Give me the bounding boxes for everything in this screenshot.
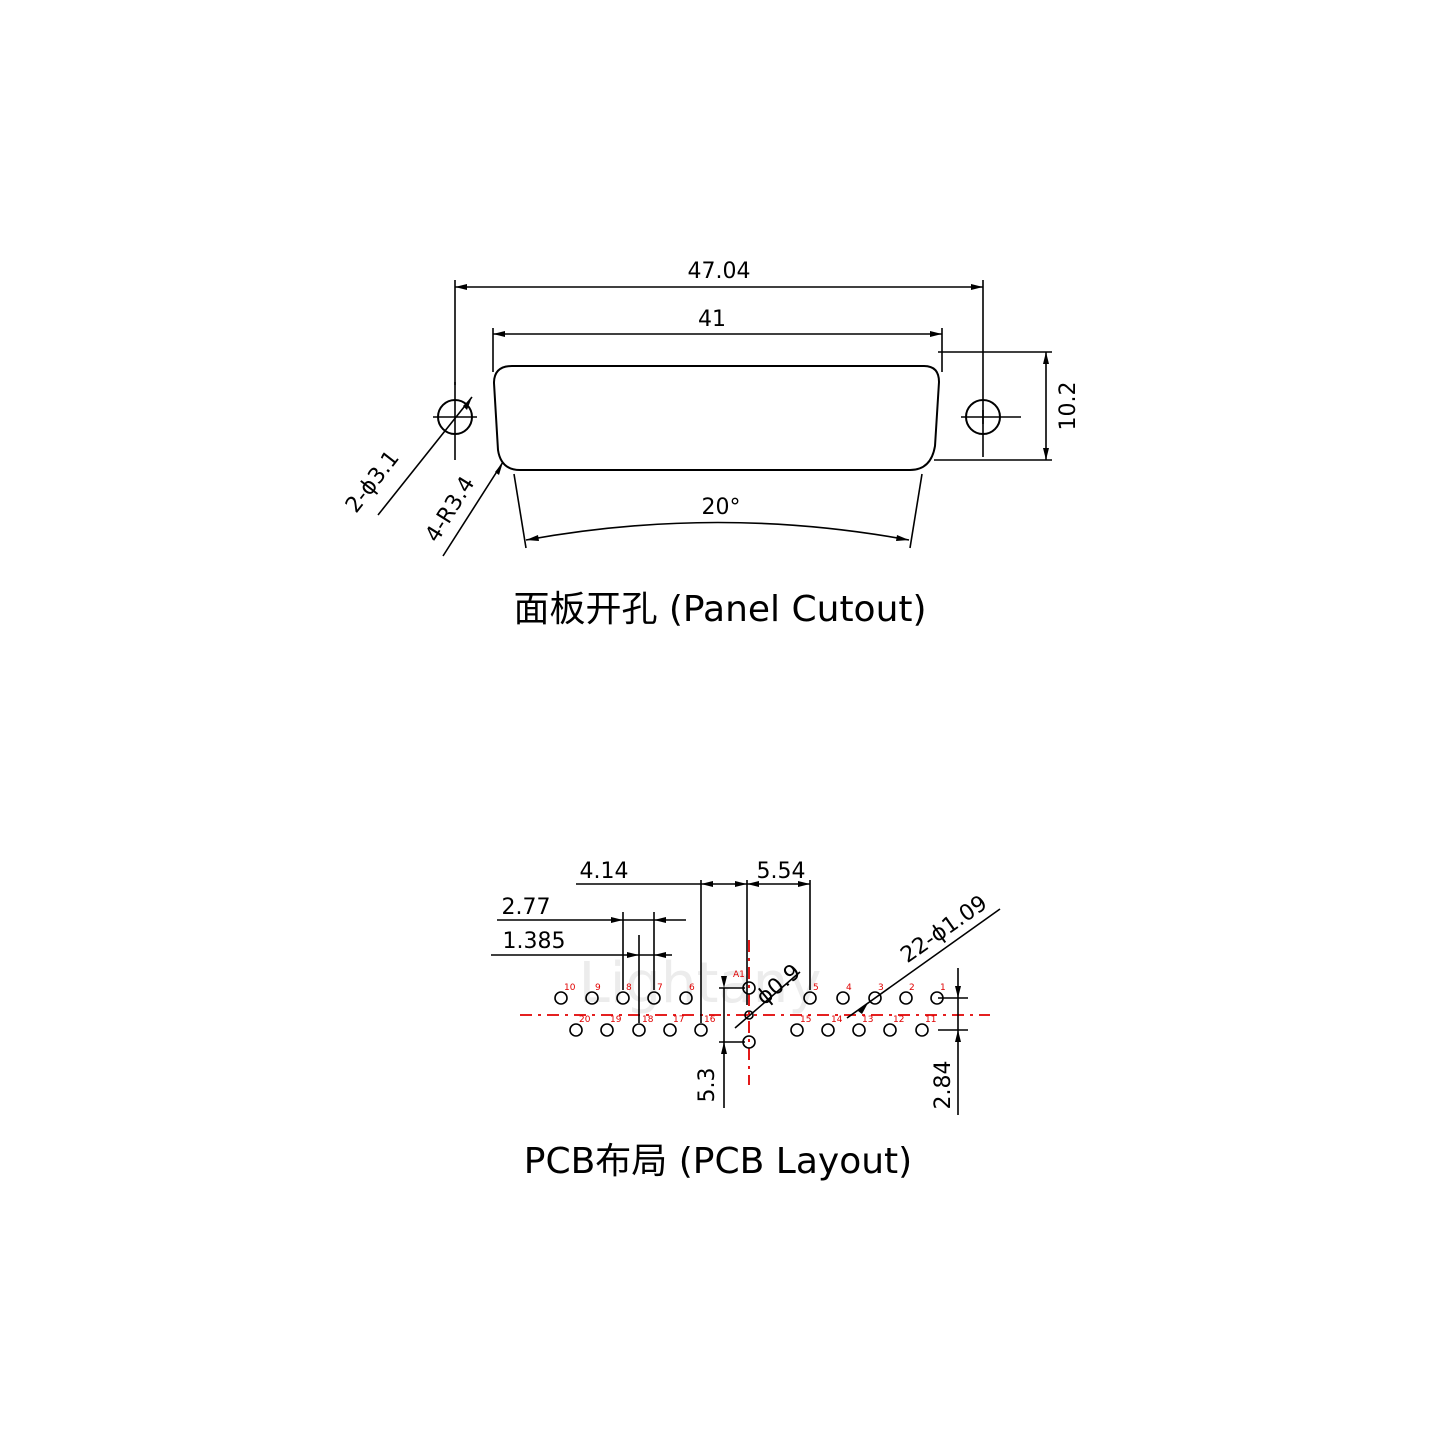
watermark: Lightany xyxy=(579,951,822,1016)
pin-label-20: 20 xyxy=(579,1015,591,1025)
pin-label-16: 16 xyxy=(704,1015,716,1025)
leader-pin xyxy=(846,908,1001,1019)
pin-label-8: 8 xyxy=(626,983,632,993)
pin-8 xyxy=(616,991,630,1005)
pin-20 xyxy=(569,1023,583,1037)
coax-contact-center xyxy=(744,1010,754,1020)
pin-9 xyxy=(585,991,599,1005)
pin-11 xyxy=(915,1023,929,1037)
pin-label-9: 9 xyxy=(595,983,601,993)
pin-18 xyxy=(632,1023,646,1037)
pin-14 xyxy=(821,1023,835,1037)
pin-label-3: 3 xyxy=(878,983,884,993)
pin-label-1: 1 xyxy=(940,983,946,993)
pin-6 xyxy=(679,991,693,1005)
pin-label-12: 12 xyxy=(893,1015,904,1025)
leader-special xyxy=(734,971,801,1029)
d-sub-cutout-outline xyxy=(492,365,941,471)
pin-7 xyxy=(647,991,661,1005)
pin-10 xyxy=(554,991,568,1005)
leader-radius xyxy=(442,461,504,557)
pin-label-7: 7 xyxy=(657,983,663,993)
dim-hole: 2-ϕ3.1 xyxy=(341,446,405,518)
dim-d: 1.385 xyxy=(503,929,566,954)
dim-overall: 47.04 xyxy=(688,259,751,284)
pin-label-17: 17 xyxy=(673,1015,684,1025)
pin-label-13: 13 xyxy=(862,1015,873,1025)
leader-hole xyxy=(377,396,473,516)
pin-2 xyxy=(899,991,913,1005)
pin-label-11: 11 xyxy=(925,1015,936,1025)
dim-arc-angle xyxy=(525,521,910,541)
panel-cutout-drawing: 47.04 41 10.2 2-ϕ3.1 4-R3.4 20° 面板开孔 (Pa… xyxy=(341,259,1081,630)
pin-4 xyxy=(836,991,850,1005)
pin-label-10: 10 xyxy=(564,983,576,993)
pin-17 xyxy=(663,1023,677,1037)
dim-v1: 5.3 xyxy=(695,1068,720,1103)
pin-label-6: 6 xyxy=(689,983,695,993)
dim-pin: 22-ϕ1.09 xyxy=(896,891,992,969)
pin-label-4: 4 xyxy=(846,983,852,993)
pcb-layout-title: PCB布局 (PCB Layout) xyxy=(524,1141,912,1182)
pin-16 xyxy=(694,1023,708,1037)
dim-angle: 20° xyxy=(702,495,741,520)
pin-row-2: 20 19 18 17 16 15 14 13 12 11 xyxy=(569,1015,936,1037)
pin-label-15: 15 xyxy=(800,1015,811,1025)
dim-radius: 4-R3.4 xyxy=(421,472,480,546)
pin-label-5: 5 xyxy=(813,983,819,993)
pin-19 xyxy=(600,1023,614,1037)
pin-12 xyxy=(883,1023,897,1037)
pin-15 xyxy=(790,1023,804,1037)
pin-label-18: 18 xyxy=(642,1015,654,1025)
dim-c: 2.77 xyxy=(502,895,551,920)
pin-label-14: 14 xyxy=(831,1015,843,1025)
dim-a: 4.14 xyxy=(580,859,629,884)
dim-height: 10.2 xyxy=(1056,382,1081,431)
pin-label-19: 19 xyxy=(610,1015,622,1025)
panel-cutout-title: 面板开孔 (Panel Cutout) xyxy=(513,589,926,630)
center-pin-label: A1 xyxy=(733,970,745,980)
dim-v2: 2.84 xyxy=(931,1061,956,1110)
dim-b: 5.54 xyxy=(757,859,806,884)
pin-3 xyxy=(868,991,882,1005)
pin-label-2: 2 xyxy=(909,983,915,993)
pin-13 xyxy=(852,1023,866,1037)
pin-5 xyxy=(803,991,817,1005)
dim-shell: 41 xyxy=(698,307,726,332)
